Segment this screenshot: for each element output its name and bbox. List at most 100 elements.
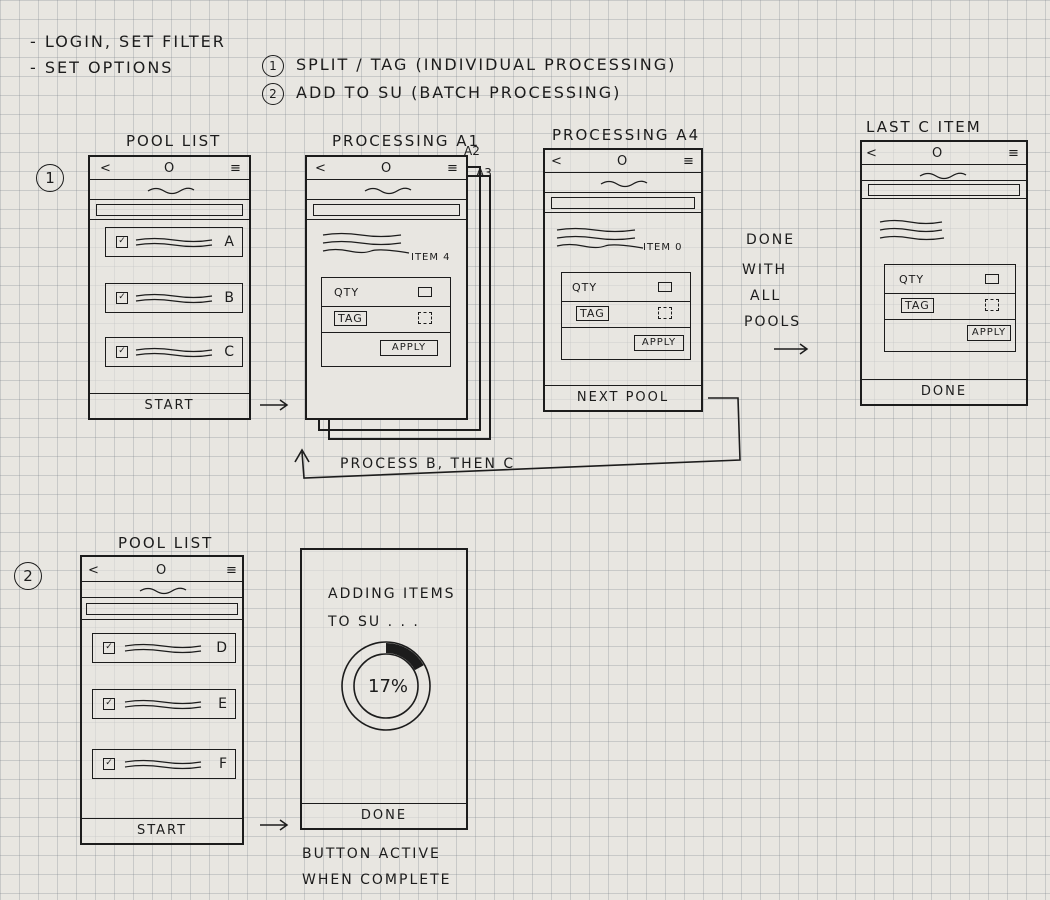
menu-icon[interactable]: ≡	[683, 154, 694, 169]
pool-row[interactable]: ✓ C	[105, 337, 243, 367]
adding-line2: TO SU . . .	[328, 614, 420, 630]
divider	[307, 199, 466, 200]
title-scribble	[918, 170, 968, 180]
menu-icon[interactable]: ≡	[230, 161, 241, 176]
filter-bar[interactable]	[86, 603, 238, 615]
item-number: ITEM 4	[411, 252, 451, 263]
divider	[562, 301, 690, 302]
back-icon[interactable]: <	[100, 161, 111, 176]
qty-label: QTY	[572, 281, 598, 294]
arrow-right-icon	[774, 343, 809, 355]
option-2-marker: 2	[262, 83, 284, 105]
pool-row[interactable]: ✓ D	[92, 633, 236, 663]
start-button[interactable]: START	[90, 393, 249, 418]
nav-bar: < O ≡	[90, 159, 249, 181]
menu-icon[interactable]: ≡	[447, 161, 458, 176]
checkbox[interactable]: ✓	[116, 236, 128, 248]
item-scribble	[878, 218, 948, 241]
pool-row[interactable]: ✓ E	[92, 689, 236, 719]
tag-field[interactable]: TAG	[576, 306, 609, 321]
done-note-line4: POOLS	[744, 314, 802, 330]
note-login: - LOGIN, SET FILTER	[30, 32, 226, 51]
divider	[862, 164, 1026, 165]
divider	[90, 179, 249, 180]
done-button[interactable]: DONE	[302, 803, 466, 828]
item-scribble	[555, 226, 645, 249]
divider	[82, 597, 242, 598]
nav-bar: < O ≡	[307, 159, 466, 181]
row-scribble	[134, 236, 214, 248]
note-option-2: ADD TO SU (BATCH PROCESSING)	[296, 83, 622, 102]
next-pool-button[interactable]: NEXT POOL	[545, 385, 701, 410]
done-note-line3: ALL	[750, 288, 782, 304]
nav-bar: < O ≡	[862, 144, 1026, 166]
tag-scan-icon[interactable]	[418, 312, 432, 324]
pool-row[interactable]: ✓ B	[105, 283, 243, 313]
filter-bar[interactable]	[313, 204, 460, 216]
pool-label: F	[218, 756, 227, 772]
checkbox[interactable]: ✓	[103, 642, 115, 654]
pool-label: D	[216, 640, 227, 656]
loop-note: PROCESS B, THEN C	[340, 456, 516, 472]
qty-label: QTY	[899, 273, 925, 286]
arrow-right-icon	[260, 819, 289, 831]
apply-button[interactable]: APPLY	[967, 325, 1011, 341]
pool-label: E	[218, 696, 227, 712]
tag-field[interactable]: TAG	[334, 311, 367, 326]
divider	[82, 581, 242, 582]
progress-percent: 17%	[368, 676, 409, 697]
back-icon[interactable]: <	[551, 154, 562, 169]
pool-row[interactable]: ✓ F	[92, 749, 236, 779]
qty-input[interactable]	[985, 274, 999, 284]
back-icon[interactable]: <	[866, 146, 877, 161]
divider	[545, 192, 701, 193]
checkbox[interactable]: ✓	[103, 758, 115, 770]
item-scribble	[321, 231, 411, 254]
tag-field[interactable]: TAG	[901, 298, 934, 313]
row-scribble	[123, 642, 203, 654]
tag-scan-icon[interactable]	[985, 299, 999, 311]
qty-input[interactable]	[658, 282, 672, 292]
divider	[885, 293, 1015, 294]
start-button[interactable]: START	[82, 818, 242, 843]
title-scribble	[138, 585, 188, 595]
logo-icon: O	[164, 161, 175, 176]
divider	[862, 198, 1026, 199]
row-scribble	[123, 698, 203, 710]
checkbox[interactable]: ✓	[116, 346, 128, 358]
menu-icon[interactable]: ≡	[226, 563, 237, 578]
pool-label: A	[224, 234, 234, 250]
last-c-item-title: LAST C ITEM	[866, 118, 982, 136]
tag-scan-icon[interactable]	[658, 307, 672, 319]
row-scribble	[134, 346, 214, 358]
pool-label: B	[224, 290, 234, 306]
divider	[862, 180, 1026, 181]
divider	[545, 172, 701, 173]
caption-line1: BUTTON ACTIVE	[302, 846, 441, 862]
filter-bar[interactable]	[868, 184, 1020, 196]
row-scribble	[134, 292, 214, 304]
apply-button[interactable]: APPLY	[380, 340, 438, 356]
pool-row[interactable]: ✓ A	[105, 227, 243, 257]
filter-bar[interactable]	[551, 197, 695, 209]
apply-button[interactable]: APPLY	[634, 335, 684, 351]
qty-input[interactable]	[418, 287, 432, 297]
processing-a4-title: PROCESSING A4	[552, 126, 701, 144]
back-icon[interactable]: <	[88, 563, 99, 578]
back-icon[interactable]: <	[315, 161, 326, 176]
checkbox[interactable]: ✓	[103, 698, 115, 710]
logo-icon: O	[381, 161, 392, 176]
filter-bar[interactable]	[96, 204, 243, 216]
processing-a1-screen: < O ≡ ITEM 4 QTY TAG APPLY	[305, 155, 468, 420]
flow-2-marker: 2	[14, 562, 42, 590]
divider	[307, 179, 466, 180]
pool-label: C	[224, 344, 234, 360]
menu-icon[interactable]: ≡	[1008, 146, 1019, 161]
options-panel: QTY TAG APPLY	[321, 277, 451, 367]
checkbox[interactable]: ✓	[116, 292, 128, 304]
row-scribble	[123, 758, 203, 770]
title-scribble	[146, 185, 196, 195]
done-button[interactable]: DONE	[862, 379, 1026, 404]
note-option-1: SPLIT / TAG (INDIVIDUAL PROCESSING)	[296, 55, 677, 74]
divider	[562, 327, 690, 328]
